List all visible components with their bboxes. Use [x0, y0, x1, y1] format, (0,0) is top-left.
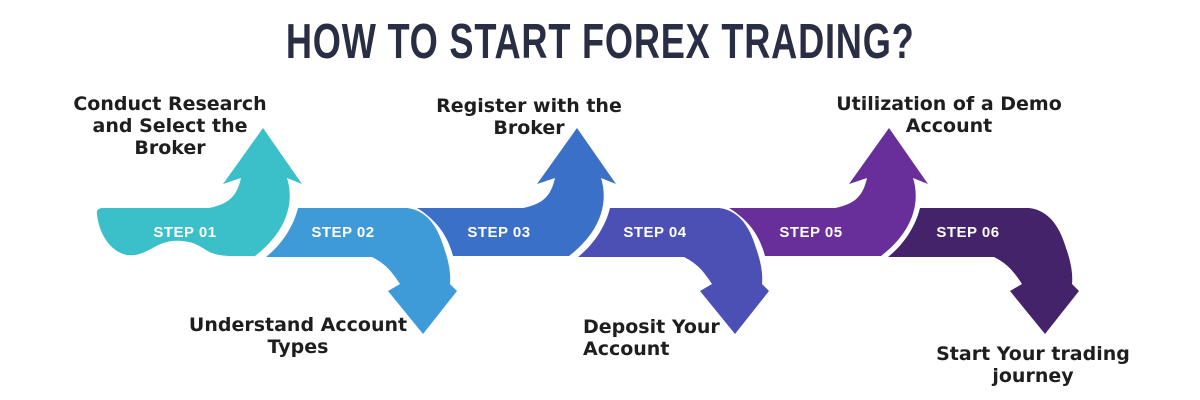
step-06-badge: STEP 06: [936, 224, 1000, 241]
step-04-label: Deposit Your Account: [583, 316, 843, 360]
step-01-label: Conduct Research and Select the Broker: [10, 93, 330, 159]
step-05-badge: STEP 05: [779, 224, 843, 241]
step-05-label: Utilization of a Demo Account: [779, 93, 1119, 137]
step-06-label: Start Your trading journey: [873, 343, 1193, 387]
step-06-label-line: journey: [992, 365, 1074, 387]
step-03-label-line: Register with the: [436, 95, 622, 117]
step-01-label-line: Conduct Research: [73, 93, 267, 115]
step-05-arrow: [729, 128, 928, 256]
step-05-label-line: Account: [905, 115, 993, 137]
step-03-label-line: Broker: [493, 117, 565, 139]
step-04-arrow: [578, 208, 769, 334]
step-05-label-line: Utilization of a Demo: [836, 93, 1062, 115]
step-01-arrow: [96, 128, 302, 256]
step-04-label-line: Deposit Your: [583, 316, 720, 338]
step-01-badge: STEP 01: [153, 224, 217, 241]
step-02-badge: STEP 02: [311, 224, 375, 241]
step-06-arrow: [888, 208, 1079, 334]
page-title: HOW TO START FOREX TRADING?: [0, 12, 1200, 69]
step-02-label: Understand Account Types: [138, 314, 458, 358]
step-06-label-line: Start Your trading: [936, 343, 1130, 365]
step-01-label-line: Broker: [134, 137, 206, 159]
step-01-label-line: and Select the: [92, 115, 248, 137]
step-02-label-line: Understand Account: [188, 314, 408, 336]
step-02-label-line: Types: [267, 336, 329, 358]
step-03-arrow: [417, 128, 616, 256]
step-04-label-line: Account: [583, 338, 670, 360]
step-02-arrow: [266, 208, 457, 334]
step-04-badge: STEP 04: [623, 224, 687, 241]
step-03-label: Register with the Broker: [369, 95, 689, 139]
page-title-text: HOW TO START FOREX TRADING?: [285, 13, 915, 69]
step-03-badge: STEP 03: [467, 224, 531, 241]
